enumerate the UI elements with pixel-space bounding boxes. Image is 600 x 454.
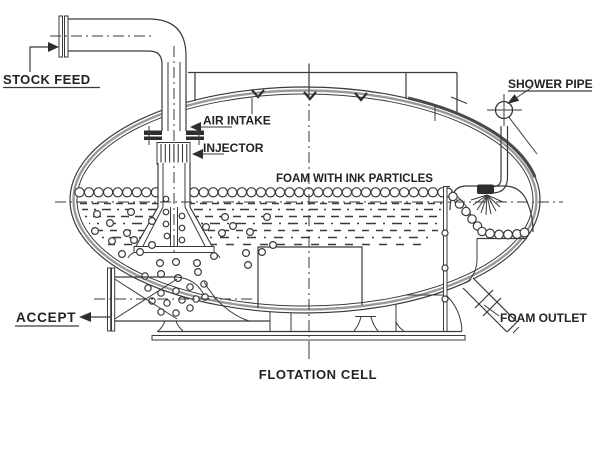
- diffuser-base-plate: [133, 246, 215, 253]
- tank-shell: [69, 86, 541, 314]
- shower-pipe-assembly: [470, 94, 538, 216]
- injector-arrow: [192, 149, 203, 159]
- shower-spray-lines: [470, 194, 504, 216]
- accept-arrow: [79, 312, 91, 322]
- foam-outlet-pipe: [462, 277, 520, 334]
- annotations: STOCK FEED AIR INTAKE INJECTOR FOAM WITH…: [3, 42, 593, 382]
- weld-chevrons: [251, 89, 368, 102]
- stock-feed-arrow: [48, 42, 59, 52]
- shell-doubler-plate: [407, 96, 537, 178]
- foam-bubble-row: [74, 187, 454, 198]
- shower-pipe-arrow: [507, 94, 520, 104]
- label-accept: ACCEPT: [16, 310, 76, 325]
- label-injector: INJECTOR: [203, 141, 264, 155]
- diagram-caption: FLOTATION CELL: [259, 367, 377, 382]
- label-shower-pipe: SHOWER PIPE: [508, 77, 593, 91]
- injector-hatch-lines: [160, 144, 188, 163]
- centerlines: [50, 35, 563, 359]
- label-stock-feed: STOCK FEED: [3, 72, 91, 87]
- label-foam-with-ink-particles: FOAM WITH INK PARTICLES: [276, 173, 433, 185]
- feed-pipe-and-injector: [58, 15, 221, 259]
- top-cover: [188, 63, 458, 121]
- shower-nozzle: [477, 184, 494, 194]
- label-foam-outlet: FOAM OUTLET: [500, 311, 587, 325]
- internal-baffle-box: [257, 246, 363, 308]
- label-air-intake: AIR INTAKE: [203, 114, 271, 128]
- foam-cascade-bubbles: [448, 191, 530, 240]
- air-intake-arrow: [190, 122, 201, 132]
- liquid-bubbles: [90, 195, 278, 317]
- weir-bolt-circles: [441, 229, 449, 303]
- foam-chamber: [405, 185, 534, 331]
